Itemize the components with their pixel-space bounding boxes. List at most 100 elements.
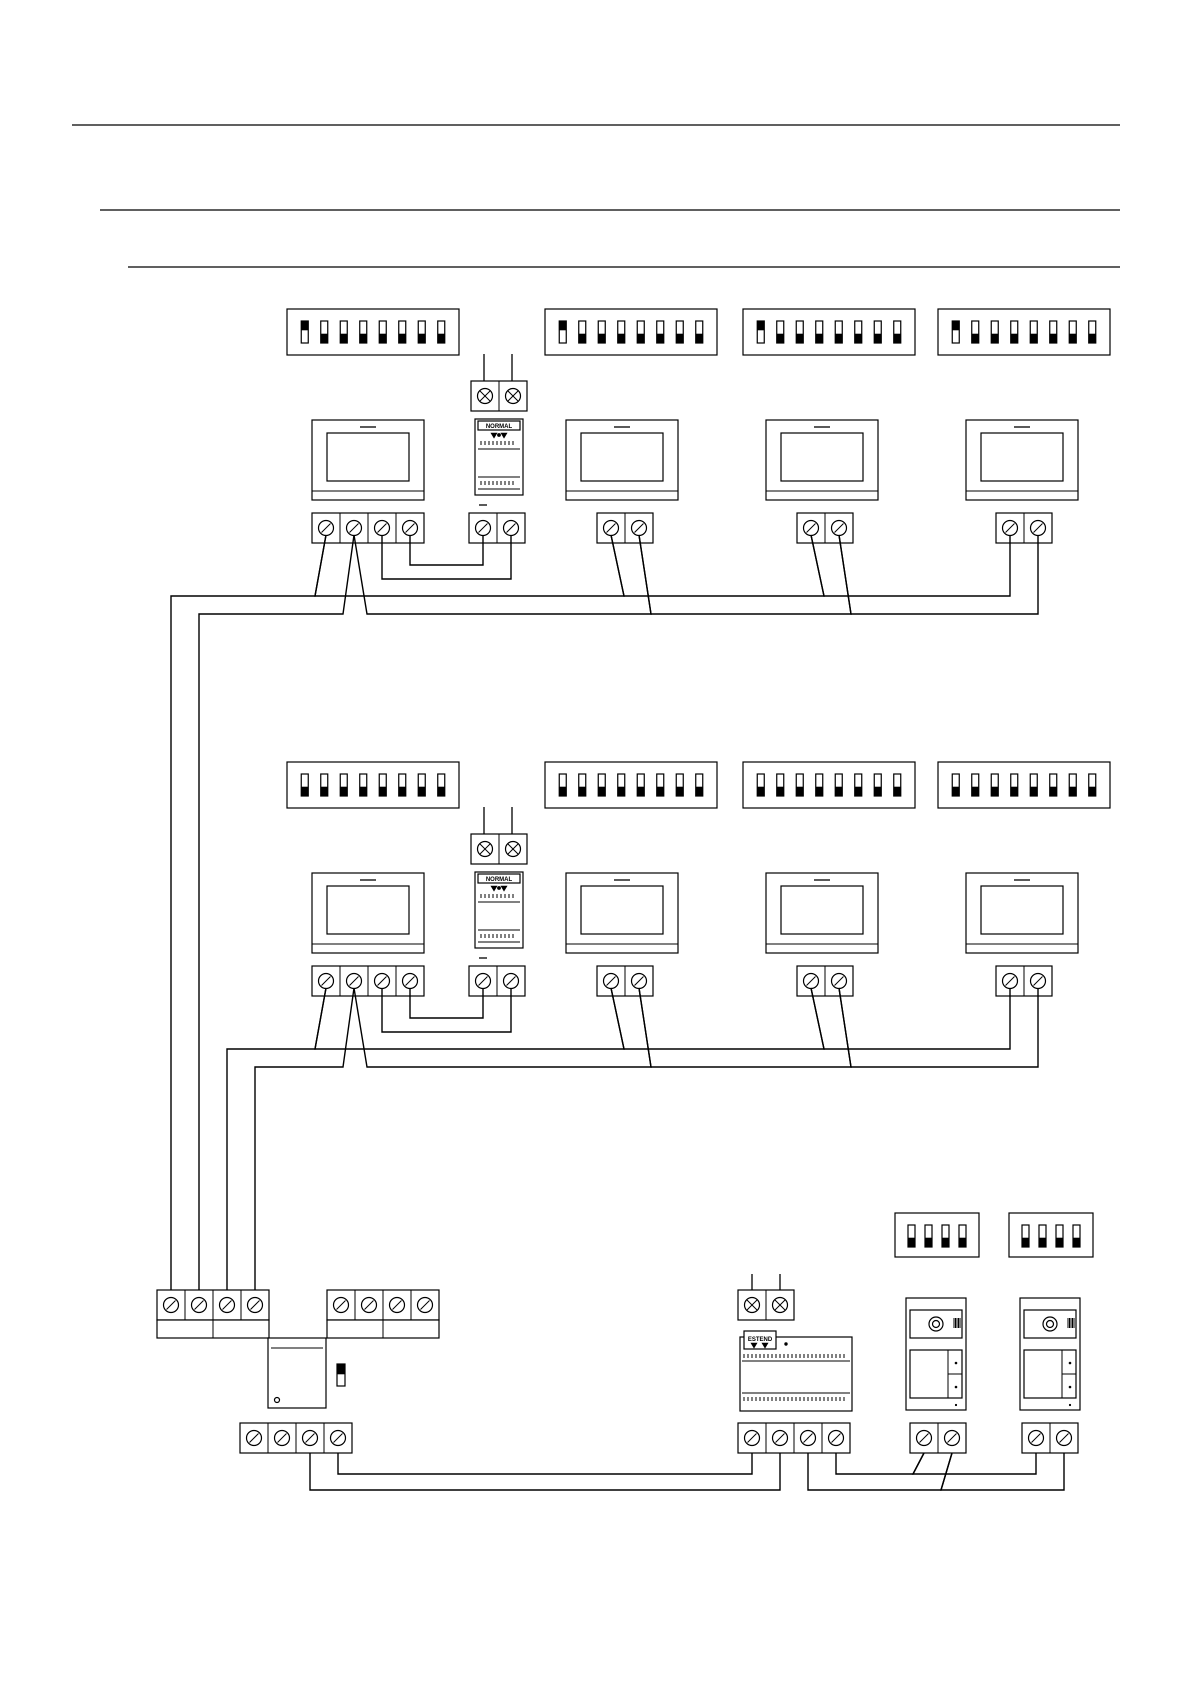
dip-toggle (360, 321, 367, 343)
bus-wire-b (354, 988, 651, 1067)
screw-terminal (1031, 974, 1046, 989)
floor-1-monitor-2-terminals (597, 513, 653, 543)
dip-toggle (379, 774, 386, 796)
dip-toggle (301, 774, 308, 796)
screw-terminal (829, 1431, 844, 1446)
power-supply-logo: NORMAL (486, 424, 513, 430)
bus-wire-b (354, 535, 651, 614)
floor-1-video-monitor-4 (966, 420, 1078, 500)
bus-wire-b (839, 535, 1038, 614)
screw-terminal (506, 389, 521, 404)
dip-toggle (1011, 774, 1018, 796)
spare-distributor-terminals (327, 1290, 439, 1338)
dip-toggle (777, 774, 784, 796)
floor-1-monitor-1-terminals (312, 513, 424, 543)
screw-terminal (220, 1298, 235, 1313)
screw-terminal (632, 974, 647, 989)
dip-toggle (1011, 321, 1018, 343)
screw-terminal (804, 974, 819, 989)
screw-terminal (375, 974, 390, 989)
dip-toggle (696, 774, 703, 796)
dip-toggle (835, 321, 842, 343)
dip-toggle (696, 321, 703, 343)
dip-toggle (855, 321, 862, 343)
dip-toggle (618, 774, 625, 796)
screw-terminal (164, 1298, 179, 1313)
dip-toggle (835, 774, 842, 796)
dip-toggle (874, 321, 881, 343)
system-controller: ESTEND (740, 1331, 852, 1411)
screw-terminal (476, 974, 491, 989)
floor-2-dip-switch-2 (545, 762, 717, 808)
dip-toggle (1069, 321, 1076, 343)
dip-toggle (874, 774, 881, 796)
dip-toggle (796, 774, 803, 796)
floor-2-video-monitor-2 (566, 873, 678, 953)
floor-2-dip-switch-3 (743, 762, 915, 808)
dip-toggle (418, 774, 425, 796)
configuration-switch (337, 1364, 345, 1386)
screw-terminal (303, 1431, 318, 1446)
dip-toggle (855, 774, 862, 796)
floor-2-video-monitor-3 (766, 873, 878, 953)
dip-toggle (1069, 774, 1076, 796)
screw-terminal (319, 521, 334, 536)
screw-terminal (773, 1298, 788, 1313)
floor-2-monitor-2-terminals (597, 966, 653, 996)
screw-terminal (403, 974, 418, 989)
controller-logo: ESTEND (748, 1337, 773, 1343)
dip-toggle (618, 321, 625, 343)
floor-2-monitor-1-terminals (312, 966, 424, 996)
floor-2-power-supply: NORMAL (475, 872, 523, 948)
floor-1-video-monitor-2 (566, 420, 678, 500)
dip-toggle (657, 321, 664, 343)
screw-terminal (334, 1298, 349, 1313)
door-panel-1-terminals (910, 1423, 966, 1453)
floor-1-mains-input-terminals (471, 381, 527, 411)
screw-terminal (506, 842, 521, 857)
screw-terminal (478, 842, 493, 857)
screw-terminal (1057, 1431, 1072, 1446)
screw-terminal (248, 1298, 263, 1313)
floor-1-dip-switch-3 (743, 309, 915, 355)
dip-toggle (796, 321, 803, 343)
dip-toggle (598, 321, 605, 343)
dip-toggle (321, 321, 328, 343)
screw-terminal (804, 521, 819, 536)
distributor-module-terminals (240, 1423, 352, 1453)
screw-terminal (247, 1431, 262, 1446)
screw-terminal (504, 521, 519, 536)
screw-terminal (476, 521, 491, 536)
floor-2-wiring (315, 988, 1038, 1067)
dip-toggle (894, 774, 901, 796)
dip-toggle (676, 321, 683, 343)
dip-toggle (379, 321, 386, 343)
dip-toggle (1022, 1225, 1029, 1247)
dip-toggle (991, 321, 998, 343)
door-panel-1 (906, 1298, 966, 1410)
dip-toggle (637, 774, 644, 796)
riser-floor-2-b (255, 988, 354, 1290)
dip-toggle (559, 321, 566, 343)
controller-to-door-wire-b (836, 1453, 924, 1474)
dip-toggle (340, 774, 347, 796)
controller-mains-input-terminals (738, 1290, 794, 1320)
screw-terminal (192, 1298, 207, 1313)
screw-terminal (319, 974, 334, 989)
screw-terminal (362, 1298, 377, 1313)
dip-toggle (972, 321, 979, 343)
dip-toggle (908, 1225, 915, 1247)
floor-1-monitor-4-terminals (996, 513, 1052, 543)
dip-toggle (959, 1225, 966, 1247)
dip-toggle (952, 774, 959, 796)
screw-terminal (917, 1431, 932, 1446)
dip-toggle (894, 321, 901, 343)
door-panel-2-dip-switch (1009, 1213, 1093, 1257)
module-to-controller-wire-a (310, 1453, 780, 1490)
screw-terminal (745, 1431, 760, 1446)
floor-1-dip-switch-2 (545, 309, 717, 355)
screw-terminal (331, 1431, 346, 1446)
dip-toggle (579, 321, 586, 343)
dip-toggle (637, 321, 644, 343)
dip-toggle (1050, 321, 1057, 343)
